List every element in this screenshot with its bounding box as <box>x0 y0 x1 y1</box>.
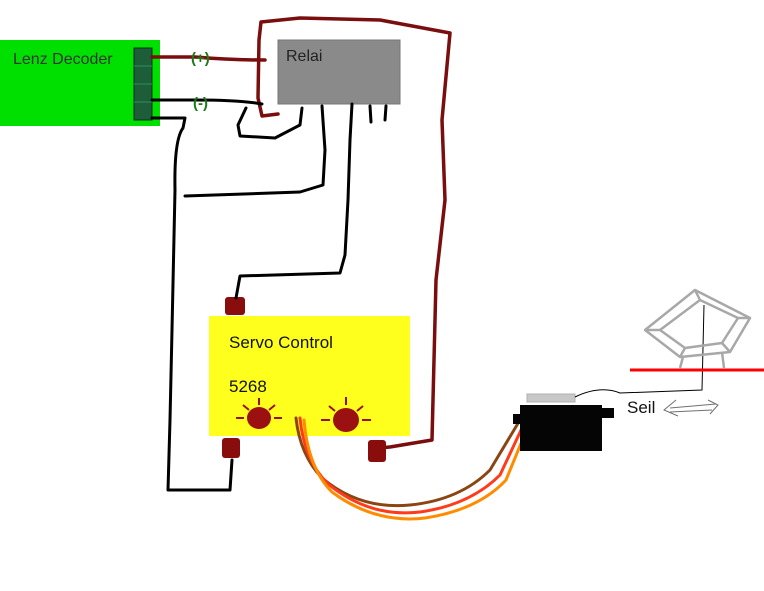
minus-label: (-) <box>193 95 208 112</box>
wire-relay-pin-4 <box>368 104 373 124</box>
pot-knob <box>333 408 359 432</box>
potentiometer-right <box>321 397 371 432</box>
frame-edge <box>721 342 731 353</box>
pot-ray <box>242 404 250 411</box>
frame-outer <box>643 288 752 359</box>
servo-cable <box>294 416 526 521</box>
arrow-right-head <box>707 399 719 415</box>
wire-relay-mid-2 <box>183 104 327 198</box>
rope <box>574 304 705 398</box>
lenz-decoder: Lenz Decoder <box>0 40 160 126</box>
relay: Relai <box>277 39 401 105</box>
wire-relay-loop <box>256 16 452 450</box>
connector-plug-bottom-left <box>222 438 240 458</box>
servo-body <box>520 405 602 451</box>
decoder-body <box>0 40 160 126</box>
connector-plug-bottom-right <box>368 440 386 462</box>
frame-edge <box>693 289 702 301</box>
relay-label: Relai <box>286 48 322 65</box>
signal-wireframe <box>643 288 752 369</box>
wire-relay-to-servo <box>234 102 354 300</box>
potentiometer-left <box>236 398 282 429</box>
rope-label: Seil <box>627 398 655 417</box>
connector-plugs <box>222 297 386 462</box>
decoder-label: Lenz Decoder <box>13 51 113 68</box>
servo-mount-tab <box>513 414 522 424</box>
frame-leg <box>720 351 726 369</box>
wire-minus-to-relay <box>150 98 264 106</box>
frame-leg <box>678 356 685 369</box>
pot-ray <box>356 405 364 412</box>
wire-relay-mid-1 <box>236 106 304 140</box>
servo-control-body <box>209 316 410 436</box>
frame-inner <box>658 298 740 350</box>
pot-ray <box>268 404 276 411</box>
servo-wire-orange <box>302 418 526 521</box>
pot-knob <box>247 407 271 429</box>
arrow-top <box>669 403 717 409</box>
wire-relay-pin-5 <box>383 104 388 122</box>
pot-ray <box>328 405 336 412</box>
relay-body <box>277 39 401 105</box>
rope-line <box>574 304 705 398</box>
servo-control-label: Servo Control <box>229 333 333 352</box>
servo-wire-brown <box>294 416 522 508</box>
arrow-bottom <box>669 409 713 413</box>
servo-control: Servo Control 5268 <box>209 316 410 436</box>
servo-motor <box>513 393 614 451</box>
wire-decoder-down <box>150 116 234 492</box>
connector-plug-top <box>225 297 245 315</box>
plus-label: (+) <box>191 50 210 67</box>
double-arrow-icon <box>663 399 719 417</box>
black-wires <box>150 98 388 492</box>
frame-edge <box>678 347 687 358</box>
red-wires <box>150 16 452 450</box>
arrow-left-head <box>663 399 679 417</box>
servo-mount-tab <box>600 408 614 418</box>
servo-model-label: 5268 <box>229 377 267 396</box>
servo-arm <box>526 393 576 403</box>
